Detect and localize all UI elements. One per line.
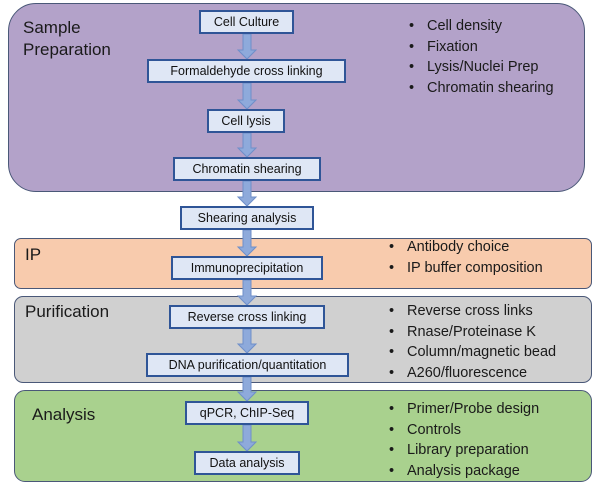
step-qpcr-chip-seq: qPCR, ChIP-Seq	[185, 401, 309, 425]
bullet-item: Fixation	[405, 37, 554, 58]
step-data-analysis: Data analysis	[194, 451, 300, 475]
flow-arrow	[236, 132, 258, 158]
step-cell-culture: Cell Culture	[199, 10, 294, 34]
flow-arrow	[236, 33, 258, 60]
ip-bullets: Antibody choice IP buffer composition	[385, 237, 543, 279]
section-title-sample-preparation: Sample Preparation	[23, 17, 111, 61]
section-title-line1: Sample	[23, 18, 81, 37]
bullet-item: A260/fluorescence	[385, 363, 556, 384]
bullet-item: Reverse cross links	[385, 301, 556, 322]
step-shearing-analysis: Shearing analysis	[180, 206, 314, 230]
flow-arrow	[236, 82, 258, 110]
bullet-item: Analysis package	[385, 461, 539, 482]
analysis-bullets: Primer/Probe design Controls Library pre…	[385, 399, 539, 481]
flow-arrow	[236, 328, 258, 354]
step-immunoprecipitation: Immunoprecipitation	[171, 256, 323, 280]
section-title-analysis: Analysis	[32, 405, 96, 424]
purification-bullets: Reverse cross links Rnase/Proteinase K C…	[385, 301, 556, 383]
bullet-item: Primer/Probe design	[385, 399, 539, 420]
section-title-line2: Preparation	[23, 40, 111, 59]
section-ip: IP Antibody choice IP buffer composition	[14, 237, 592, 289]
flow-arrow	[236, 229, 258, 257]
bullet-item: IP buffer composition	[385, 258, 543, 279]
bullet-item: Column/magnetic bead	[385, 342, 556, 363]
step-reverse-cross-linking: Reverse cross linking	[169, 305, 325, 329]
bullet-item: Antibody choice	[385, 237, 543, 258]
flow-arrow	[236, 180, 258, 207]
bullet-item: Library preparation	[385, 440, 539, 461]
step-dna-purification-quantitation: DNA purification/quantitation	[146, 353, 349, 377]
flow-arrow	[236, 279, 258, 306]
step-formaldehyde-cross-linking: Formaldehyde cross linking	[147, 59, 346, 83]
bullet-item: Rnase/Proteinase K	[385, 322, 556, 343]
sample-prep-bullets: Cell density Fixation Lysis/Nuclei Prep …	[405, 16, 554, 98]
step-cell-lysis: Cell lysis	[207, 109, 285, 133]
step-chromatin-shearing: Chromatin shearing	[173, 157, 321, 181]
section-title-purification: Purification	[25, 302, 110, 321]
bullet-item: Cell density	[405, 16, 554, 37]
bullet-item: Chromatin shearing	[405, 78, 554, 99]
flow-arrow	[236, 376, 258, 402]
section-title-ip: IP	[25, 245, 42, 264]
flow-arrow	[236, 424, 258, 452]
bullet-item: Lysis/Nuclei Prep	[405, 57, 554, 78]
bullet-item: Controls	[385, 420, 539, 441]
